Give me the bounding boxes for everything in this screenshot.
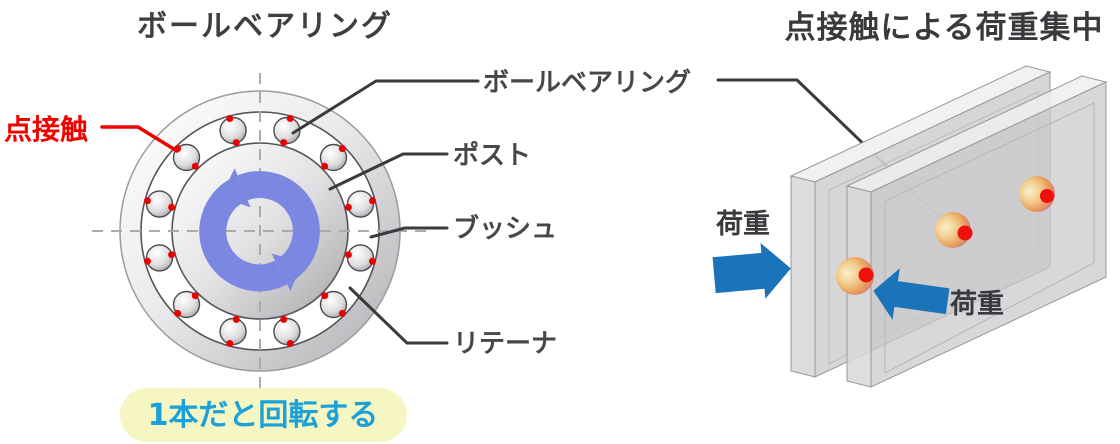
line-post — [328, 152, 449, 191]
load-label-right: 荷重 — [950, 289, 1004, 320]
crosshair-lines — [92, 73, 428, 396]
loaded-ball-left-contact — [858, 267, 874, 283]
bearing-ball — [273, 317, 301, 346]
loaded-ball-right — [1019, 176, 1055, 212]
callout-post: ポスト — [453, 140, 531, 171]
bearing-ball — [346, 190, 375, 218]
contact-dot — [280, 315, 288, 323]
contact-dot — [369, 197, 376, 205]
callout-point-contact: 点接触 — [4, 113, 88, 146]
bearing-ball — [145, 190, 174, 218]
loaded-ball-right-contact — [1040, 189, 1054, 203]
contact-dot — [280, 139, 288, 147]
callout-bush: ブッシュ — [453, 213, 557, 244]
line-bush — [369, 226, 449, 239]
contact-dot — [286, 340, 294, 347]
contact-dot — [344, 203, 352, 211]
contact-dot — [168, 251, 176, 259]
point-contact-marks — [144, 115, 376, 347]
contact-dot — [144, 197, 151, 205]
line-point-contact — [100, 125, 179, 153]
contact-dot — [338, 145, 346, 153]
contact-dot — [168, 203, 176, 211]
contact-dot — [232, 139, 240, 147]
contact-dot — [174, 309, 182, 317]
load-arrow-right-icon — [873, 268, 950, 320]
callout-retainer: リテーナ — [453, 329, 557, 359]
rotation-arrow-icon — [199, 168, 320, 292]
plate-front-inset-frame — [884, 102, 1095, 374]
contact-dot — [191, 292, 199, 300]
contact-dot — [344, 251, 352, 259]
plate-back-side-face — [790, 175, 816, 378]
right-panel-title: 点接触による荷重集中 — [784, 10, 1103, 46]
rotation-arc-right — [237, 171, 320, 282]
load-label-left: 荷重 — [716, 209, 770, 240]
caption-badge: 1本だと回転する — [120, 388, 407, 442]
loaded-ball-middle-contact — [957, 225, 973, 241]
bearing-ball — [346, 244, 375, 272]
contact-dot — [232, 315, 240, 323]
rotation-arrowhead-bottom — [271, 253, 303, 292]
contact-dot — [338, 309, 346, 317]
left-panel-title: ボールベアリング — [137, 9, 393, 44]
bearing-ball — [219, 317, 247, 346]
line-ball-bearing-left — [291, 79, 480, 135]
caption-badge-text: 1本だと回転する — [148, 398, 379, 433]
contact-dot — [191, 162, 199, 170]
contact-dot — [144, 257, 151, 265]
contact-dot — [226, 115, 234, 122]
contact-dot — [321, 292, 329, 300]
load-arrow-left-icon — [712, 242, 791, 299]
load-arrows — [712, 242, 950, 320]
contact-dot — [226, 340, 234, 347]
rotation-arc-left — [199, 178, 288, 292]
bearing-diagram — [92, 73, 428, 396]
contact-dot — [286, 115, 294, 122]
loaded-ball-left — [836, 257, 874, 295]
callout-ball-bearing: ボールベアリング — [483, 68, 691, 98]
loaded-balls — [836, 176, 1055, 295]
caption-badge-pill — [120, 388, 407, 442]
bearing-ball — [145, 244, 174, 272]
contact-dot — [369, 257, 376, 265]
line-retainer — [348, 286, 449, 345]
contact-dot — [321, 162, 329, 170]
bearing-ball — [219, 116, 247, 145]
